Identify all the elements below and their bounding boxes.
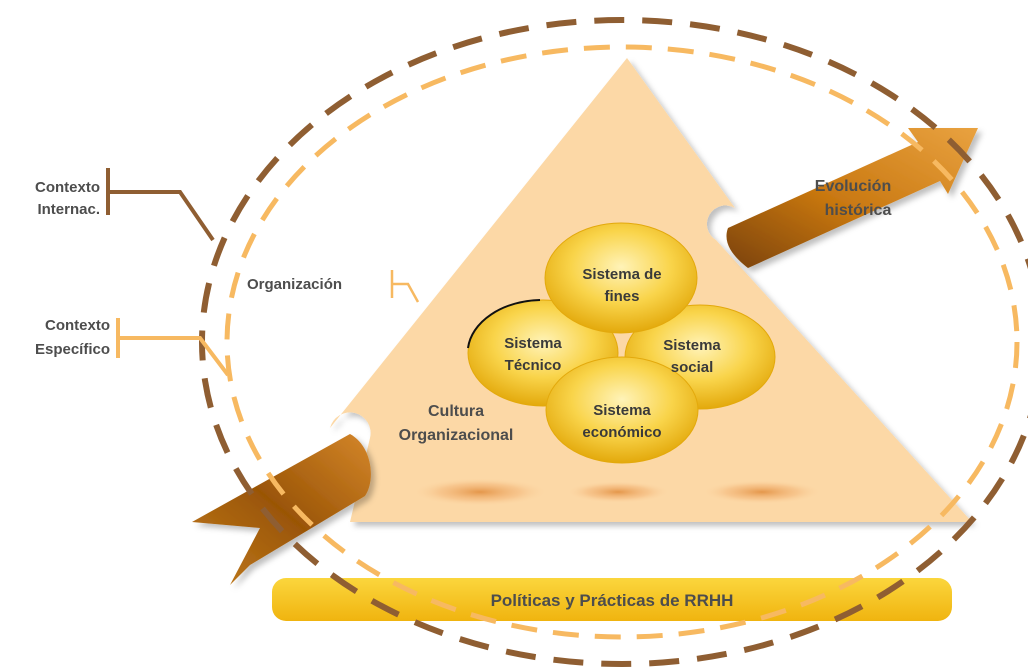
label-organizacion: Organización [247,276,342,293]
label-evolucion-1: Evolución [815,178,891,195]
sistema-tecnico-label-2: Técnico [505,357,562,374]
label-cultura-1: Cultura [428,403,484,420]
label-contexto-internac-1: Contexto [35,179,100,196]
label-contexto-especifico-2: Específico [35,341,110,358]
sistema-fines-label-2: fines [604,288,639,305]
sistema-economico-label-2: económico [582,424,661,441]
floor-spot-2 [566,481,670,503]
sistema-tecnico-label-1: Sistema [504,335,562,352]
floor-spot-3 [702,480,822,504]
label-cultura-2: Organizacional [399,427,514,444]
sistema-social-label-2: social [671,359,714,376]
lower-left-arrow [192,434,371,585]
policies-label: Políticas y Prácticas de RRHH [491,591,734,610]
label-contexto-especifico-1: Contexto [45,317,110,334]
sistema-fines-label-1: Sistema de [582,266,661,283]
sistema-economico-label-1: Sistema [593,402,651,419]
floor-spot-1 [412,478,548,506]
contexto-especifico-connector [116,318,230,377]
bubble-tecnico-outline [467,299,541,349]
label-evolucion-2: histórica [825,202,892,219]
bubble-sistema-fines [544,222,698,334]
historical-evolution-arrow [726,128,978,268]
organizacion-connector [390,270,420,303]
inner-context-ring [224,44,1020,640]
bubble-sistema-economico [545,356,699,464]
contexto-internac-connector [106,168,215,242]
label-contexto-internac-2: Internac. [37,201,100,218]
sistema-social-label-1: Sistema [663,337,721,354]
